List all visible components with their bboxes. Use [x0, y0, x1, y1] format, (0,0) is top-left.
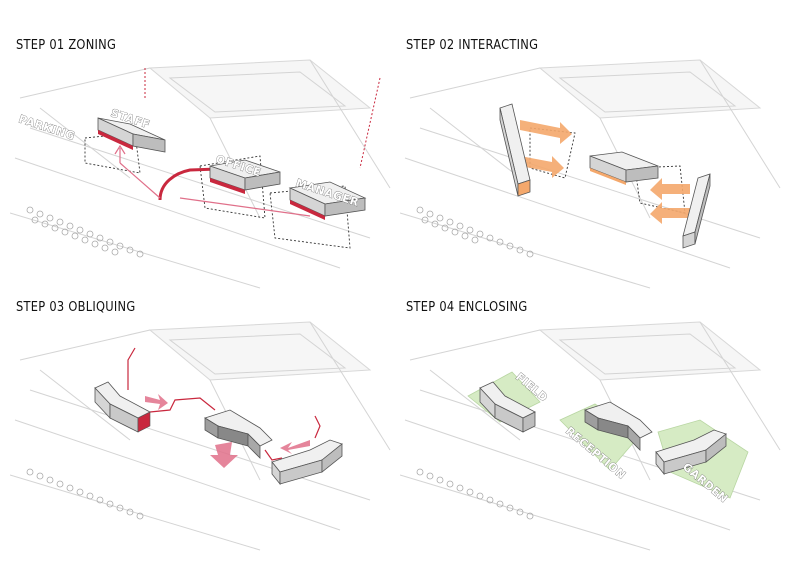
block-l-west [94, 381, 151, 433]
circulation-paths [114, 68, 381, 217]
step-03-title: STEP 03 OBLIQUING [16, 300, 136, 315]
label-parking: PARKING [17, 112, 77, 142]
step-01-title: STEP 01 ZONING [16, 38, 117, 53]
block-manager [288, 181, 367, 220]
oblique-arrows [127, 347, 321, 468]
step-02-title: STEP 02 INTERACTING [406, 38, 539, 53]
tree-row [26, 206, 144, 258]
enclosing-diagram: FIELD RECEPTION GARDEN [400, 321, 781, 551]
step-04-title: STEP 04 ENCLOSING [406, 300, 528, 315]
context-site [10, 321, 391, 551]
block-east [682, 173, 711, 249]
tree-row [26, 468, 144, 520]
interaction-arrows [520, 120, 690, 224]
block-staff [97, 117, 166, 153]
block-l-east [655, 429, 727, 476]
obliquing-diagram [10, 321, 391, 551]
block-bent-center [204, 409, 273, 459]
panel-step-02: STEP 02 INTERACTING [400, 38, 790, 298]
block-center [589, 151, 659, 185]
interacting-diagram [400, 59, 781, 289]
panel-step-01: STEP 01 ZONING [10, 38, 400, 298]
context-site [400, 59, 781, 289]
block-west [499, 103, 531, 197]
zoning-diagram: STAFF OFFICE MANAGER PARKING [10, 59, 391, 289]
block-l-east [271, 439, 343, 486]
tree-row [416, 468, 534, 520]
panel-step-03: STEP 03 OBLIQUING [10, 300, 400, 560]
block-office [209, 159, 281, 194]
block-bent-center [584, 401, 653, 451]
block-l-west [479, 381, 536, 433]
context-site [10, 59, 391, 289]
panel-step-04: STEP 04 ENCLOSING [400, 300, 790, 560]
tree-row [416, 206, 534, 258]
